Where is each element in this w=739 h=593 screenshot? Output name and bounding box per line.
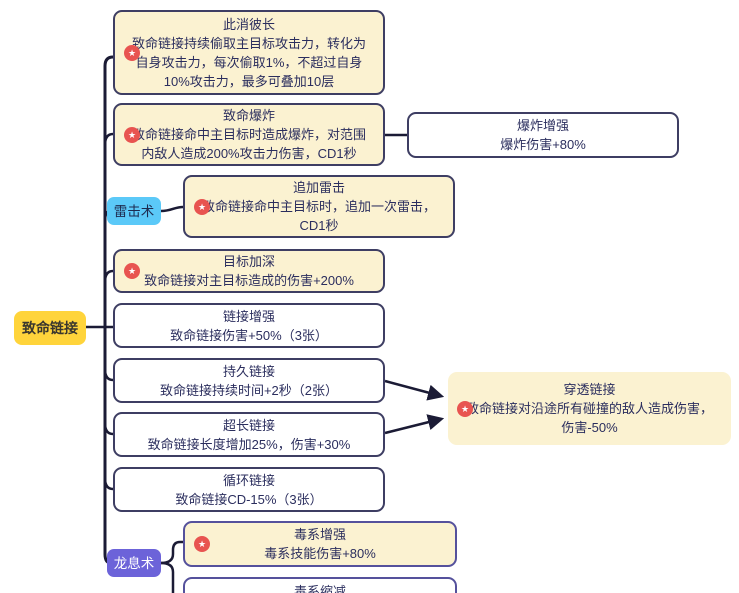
node-poison-boost[interactable]: ★ 毒系增强 毒系技能伤害+80%	[183, 521, 457, 567]
node-title: 此消彼长	[222, 16, 275, 32]
node-loop-link[interactable]: 循环链接 致命链接CD-15%（3张）	[113, 467, 385, 512]
root-label: 致命链接	[22, 319, 78, 336]
node-body: 致命链接伤害+50%（3张）	[170, 327, 328, 343]
node-title: 循环链接	[222, 472, 275, 488]
node-fatal-explosion[interactable]: ★ 致命爆炸 致命链接命中主目标时造成爆炸，对范围内敌人造成200%攻击力伤害，…	[113, 103, 385, 166]
branch-label: 龙息术	[113, 555, 155, 571]
branch-dragon[interactable]: 龙息术	[107, 549, 161, 577]
node-lasting-link[interactable]: 持久链接 致命链接持续时间+2秒（2张）	[113, 358, 385, 403]
node-title: 爆炸增强	[516, 118, 569, 133]
node-body: 爆炸伤害+80%	[500, 137, 586, 152]
node-title: 毒系增强	[293, 527, 346, 542]
node-body: 致命链接持续时间+2秒（2张）	[159, 382, 339, 398]
node-title: 追加雷击	[292, 180, 345, 195]
node-pierce-link[interactable]: ★ 穿透链接 致命链接对沿途所有碰撞的敌人造成伤害，伤害-50%	[448, 372, 731, 445]
node-long-link[interactable]: 超长链接 致命链接长度增加25%，伤害+30%	[113, 412, 385, 457]
branch-lightning[interactable]: 雷击术	[107, 197, 161, 225]
node-title: 穿透链接	[563, 382, 616, 397]
node-title: 持久链接	[222, 363, 275, 379]
node-body: 致命链接持续偷取主目标攻击力，转化为自身攻击力，每次偷取1%，不超过自身10%攻…	[131, 35, 366, 89]
node-body: 致命链接命中主目标时造成爆炸，对范围内敌人造成200%攻击力伤害，CD1秒	[131, 127, 366, 161]
node-poison-reduce[interactable]: 毒系缩减	[183, 577, 457, 593]
node-extra-lightning[interactable]: ★ 追加雷击 致命链接命中主目标时，追加一次雷击，CD1秒	[183, 175, 455, 238]
node-title: 目标加深	[222, 254, 275, 269]
node-target-amplify[interactable]: ★ 目标加深 致命链接对主目标造成的伤害+200%	[113, 249, 385, 293]
node-body: 致命链接对主目标造成的伤害+200%	[144, 273, 354, 288]
star-icon: ★	[194, 536, 210, 552]
star-icon: ★	[124, 263, 140, 279]
node-title: 链接增强	[222, 308, 275, 324]
node-body: 致命链接对沿途所有碰撞的敌人造成伤害，伤害-50%	[465, 401, 713, 435]
star-icon: ★	[457, 400, 473, 417]
node-body: 致命链接命中主目标时，追加一次雷击，CD1秒	[201, 199, 436, 233]
node-link-damage-boost[interactable]: 链接增强 致命链接伤害+50%（3张）	[113, 303, 385, 348]
branch-label: 雷击术	[113, 203, 155, 219]
node-title: 毒系缩减	[293, 584, 346, 593]
star-icon: ★	[194, 198, 210, 215]
node-explosion-boost[interactable]: 爆炸增强 爆炸伤害+80%	[407, 112, 679, 158]
star-icon: ★	[124, 44, 140, 61]
node-title: 超长链接	[222, 417, 275, 433]
root-node-fatal-link[interactable]: 致命链接	[14, 311, 86, 345]
node-body: 致命链接CD-15%（3张）	[175, 491, 323, 507]
node-body: 毒系技能伤害+80%	[264, 546, 376, 561]
star-icon: ★	[124, 126, 140, 143]
node-body: 致命链接长度增加25%，伤害+30%	[147, 436, 351, 452]
node-title: 致命爆炸	[222, 108, 275, 123]
node-trade-off[interactable]: ★ 此消彼长 致命链接持续偷取主目标攻击力，转化为自身攻击力，每次偷取1%，不超…	[113, 10, 385, 95]
